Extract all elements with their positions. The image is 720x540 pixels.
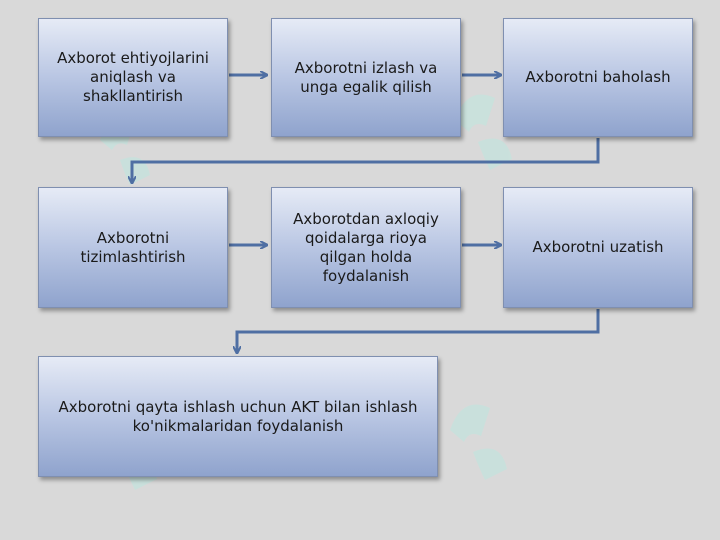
arrow-s6-s7 <box>237 309 600 352</box>
step-label-3: Axborotni baholash <box>525 68 671 86</box>
step-box-3: Axborotni baholash <box>503 18 693 137</box>
step-label-7: Axborotni qayta ishlash uchun AKT bilan … <box>58 397 418 435</box>
step-label-4: Axborotni tizimlashtirish <box>80 228 186 266</box>
step-label-2: Axborotni izlash va unga egalik qilish <box>294 58 438 96</box>
step-label-5: Axborotdan axloqiy qoidalarga rioya qilg… <box>293 209 439 285</box>
arrow-s3-s4 <box>132 138 600 182</box>
step-box-5: Axborotdan axloqiy qoidalarga rioya qilg… <box>271 187 461 308</box>
step-label-6: Axborotni uzatish <box>532 238 664 256</box>
step-label-1: Axborot ehtiyojlarini aniqlash va shakll… <box>57 49 209 105</box>
step-box-1: Axborot ehtiyojlarini aniqlash va shakll… <box>38 18 228 137</box>
step-box-7: Axborotni qayta ishlash uchun AKT bilan … <box>38 356 438 477</box>
step-box-4: Axborotni tizimlashtirish <box>38 187 228 308</box>
step-box-2: Axborotni izlash va unga egalik qilish <box>271 18 461 137</box>
watermark-logo-icon <box>450 404 507 480</box>
step-box-6: Axborotni uzatish <box>503 187 693 308</box>
